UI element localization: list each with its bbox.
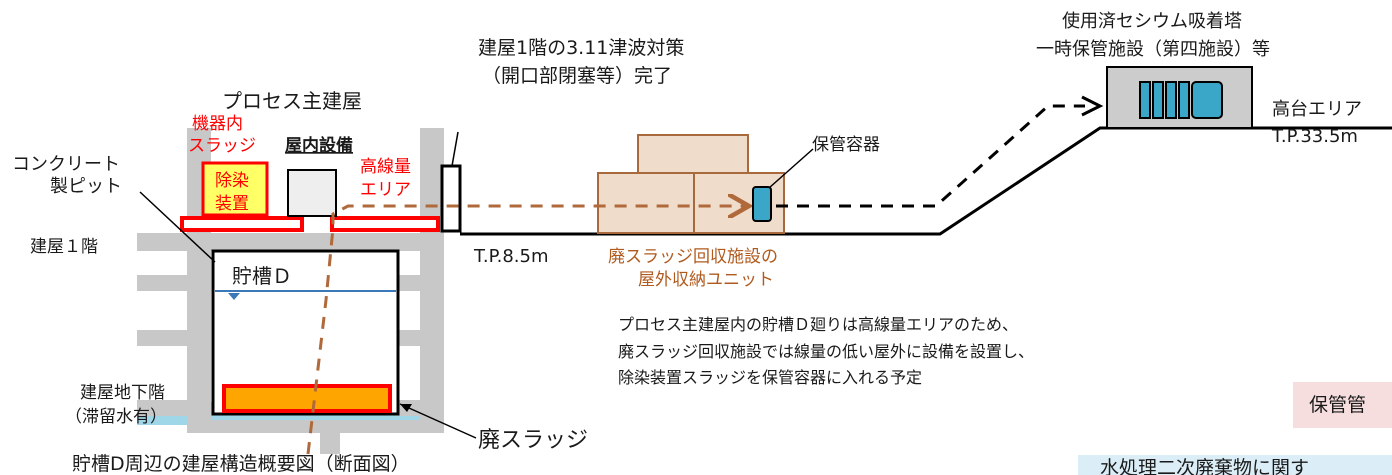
transfer-arrowhead: [1081, 95, 1104, 117]
waste-sludge-arrowhead: [400, 404, 412, 412]
figure-caption: 貯槽D周辺の建屋構造概要図（断面図）: [72, 453, 410, 475]
sludge-in-equipment-label-2: スラッジ: [188, 136, 256, 156]
storage-container-leader: [768, 148, 814, 189]
high-dose-area-label-2: エリア: [360, 180, 411, 200]
recovery-unit-label-2: 屋外収納ユニット: [638, 270, 774, 290]
storage-container-label: 保管容器: [812, 135, 880, 155]
tp-low-label: T.P.8.5m: [473, 246, 549, 267]
floor-slab-left: [180, 216, 304, 232]
building-frame: [137, 128, 444, 454]
recovery-unit-left: [597, 172, 695, 234]
indoor-equipment-label: 屋内設備: [285, 135, 353, 156]
cesium-tower-icons: [1139, 81, 1223, 119]
note-line-1: プロセス主建屋内の貯槽Ｄ廻りは高線量エリアのため、: [618, 315, 1018, 334]
storage-box: 保管管: [1293, 382, 1392, 428]
sludge-layer: [222, 384, 392, 413]
concrete-pit-label-2: 製ピット: [50, 176, 122, 197]
tsunami-leader: [451, 131, 459, 167]
note-line-2: 廃スラッジ回収施設では線量の低い屋外に設備を設置し、: [618, 342, 1034, 361]
building-1f-label: 建屋１階: [30, 237, 98, 257]
note-line-3: 除染装置スラッジを保管容器に入れる予定: [618, 368, 922, 387]
waste-sludge-label: 廃スラッジ: [478, 428, 588, 453]
tank-d-label: 貯槽Ｄ: [232, 264, 292, 288]
floor-slab-right: [330, 216, 440, 232]
waste-sludge-leader: [399, 403, 477, 439]
sludge-in-equipment-label-1: 機器内: [192, 114, 243, 134]
storage-box-text: 保管管: [1309, 394, 1367, 416]
secondary-waste-box-text: 水処理二次廃棄物に関す: [1100, 457, 1310, 475]
cesium-label-1: 使用済セシウム吸着塔: [1062, 11, 1242, 32]
cesium-label-2: 一時保管施設（第四施設）等: [1036, 39, 1270, 60]
highland-label-1: 高台エリア: [1272, 99, 1362, 120]
process-building-label: プロセス主建屋: [222, 89, 362, 113]
water-symbol: [228, 293, 240, 300]
high-dose-area-label-1: 高線量: [360, 157, 411, 177]
tsunami-label-2: （開口部閉塞等）完了: [482, 65, 672, 87]
tsunami-closure: [440, 164, 462, 233]
transfer-path-brown: [306, 206, 746, 455]
concrete-pit-leader: [139, 191, 216, 263]
tsunami-label-1: 建屋1階の3.11津波対策: [478, 37, 684, 59]
decon-device: [201, 161, 269, 217]
recovery-unit-label-1: 廃スラッジ回収施設の: [608, 247, 778, 267]
recovery-unit-top: [637, 134, 749, 174]
secondary-waste-box: 水処理二次廃棄物に関す: [1078, 455, 1392, 475]
basement-label-1: 建屋地下階: [80, 383, 165, 403]
concrete-pit-label-1: コンクリート: [12, 154, 120, 175]
transfer-path-black: [776, 104, 1085, 208]
indoor-equipment-box: [287, 169, 337, 217]
highland-label-2: T.P.33.5m: [1271, 126, 1358, 147]
decon-device-label-1: 除染: [215, 171, 249, 191]
basement-label-2: （滞留水有）: [65, 407, 167, 427]
decon-device-label-2: 装置: [215, 194, 249, 214]
storage-container-icon: [752, 186, 772, 222]
